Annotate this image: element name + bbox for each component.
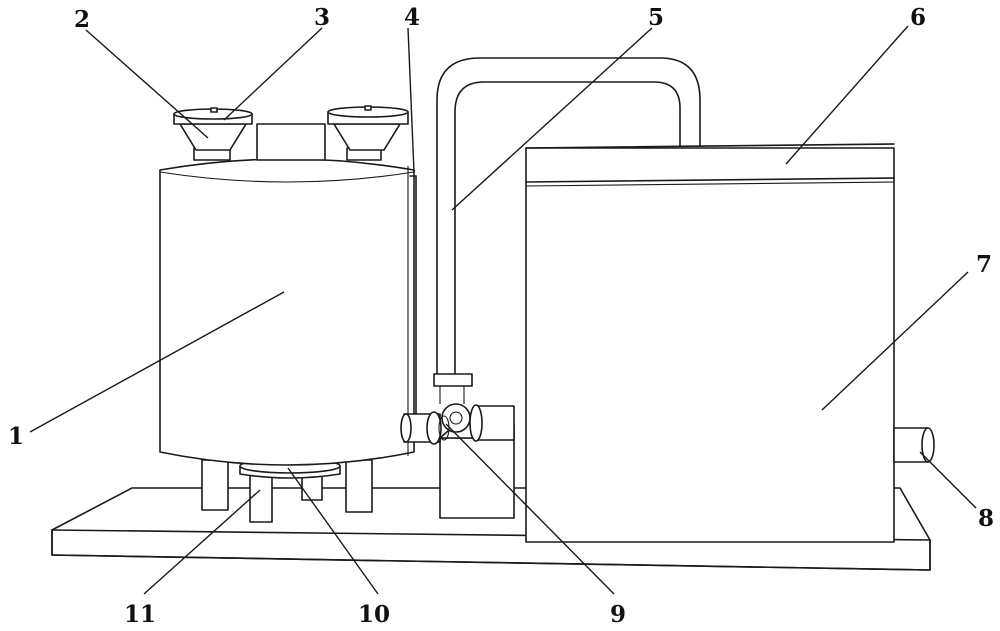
left-feed-hopper — [173, 107, 253, 161]
label-3: 3 — [314, 4, 330, 31]
label-9: 9 — [610, 601, 626, 628]
pump-assembly — [400, 403, 515, 519]
return-pipe — [433, 57, 701, 404]
label-5: 5 — [648, 4, 664, 31]
label-1: 1 — [8, 423, 24, 450]
label-6: 6 — [910, 4, 926, 31]
right-feed-hopper — [327, 105, 409, 161]
label-7: 7 — [976, 251, 992, 278]
settling-box — [525, 143, 895, 543]
label-4: 4 — [404, 4, 420, 31]
part-labels: 1 2 3 4 5 6 7 8 9 10 11 — [8, 4, 994, 628]
top-center-cylinder — [256, 123, 326, 161]
outlet-pipe — [893, 427, 935, 463]
main-tank — [159, 158, 415, 466]
side-tube — [409, 175, 417, 419]
leader-lines — [29, 25, 977, 595]
label-11: 11 — [124, 601, 156, 628]
label-8: 8 — [978, 505, 994, 532]
label-2: 2 — [74, 6, 90, 33]
label-10: 10 — [358, 601, 390, 628]
